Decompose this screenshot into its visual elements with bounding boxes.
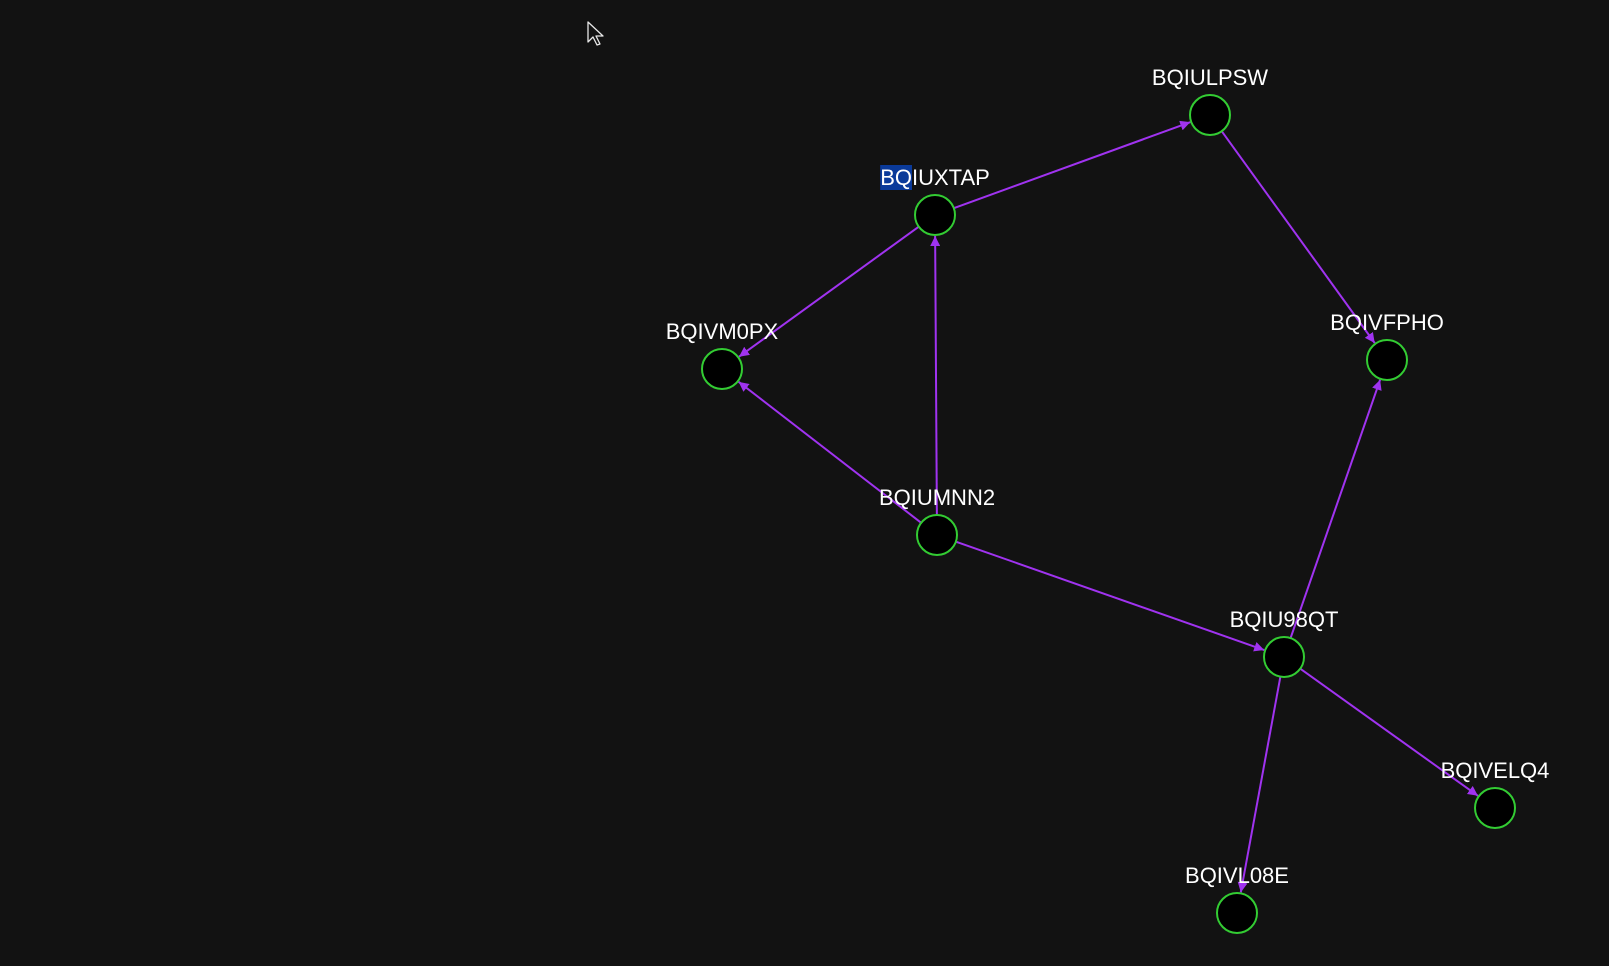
edge-bqiulpsw-to-bqivfpho[interactable] bbox=[1220, 130, 1376, 344]
graph-node-bqivm0px[interactable]: BQIVM0PX bbox=[666, 319, 779, 390]
node-label: BQIVFPHO bbox=[1330, 310, 1444, 335]
node-label: BQIULPSW bbox=[1152, 65, 1268, 90]
node-label: BQIVL08E bbox=[1185, 863, 1289, 888]
mouse-pointer-icon bbox=[587, 21, 604, 46]
node-label: BQIVELQ4 bbox=[1441, 758, 1550, 783]
edge-bqiu98qt-to-bqivelq4[interactable] bbox=[1299, 667, 1479, 797]
edge-bqiuxtap-to-bqivm0px[interactable] bbox=[738, 225, 920, 358]
graph-node-bqiuxtap[interactable]: BQIUXTAP bbox=[880, 165, 990, 236]
node-label: BQIU98QT bbox=[1230, 607, 1339, 632]
graph-node-bqivelq4[interactable]: BQIVELQ4 bbox=[1441, 758, 1550, 829]
edge-bqiu98qt-to-bqivfpho[interactable] bbox=[1289, 379, 1382, 639]
node-circle[interactable] bbox=[701, 348, 743, 390]
node-label: BQIUXTAP bbox=[880, 165, 990, 190]
node-circle[interactable] bbox=[1474, 787, 1516, 829]
edge-bqiumnn2-to-bqivm0px[interactable] bbox=[738, 381, 922, 524]
node-circle[interactable] bbox=[914, 194, 956, 236]
node-circle[interactable] bbox=[1366, 339, 1408, 381]
edge-bqiuxtap-to-bqiulpsw[interactable] bbox=[953, 120, 1191, 210]
graph-node-bqiu98qt[interactable]: BQIU98QT bbox=[1230, 607, 1339, 678]
text-selection-highlight bbox=[880, 165, 912, 190]
graph-node-bqivl08e[interactable]: BQIVL08E bbox=[1185, 863, 1289, 934]
nodes-layer: BQIULPSW BQIUXTAP BQIVM0PX BQIVFPHO BQIUMNN2… bbox=[666, 65, 1550, 934]
edge-bqiumnn2-to-bqiuxtap[interactable] bbox=[930, 235, 941, 516]
edge-bqiu98qt-to-bqivl08e[interactable] bbox=[1237, 676, 1282, 893]
node-circle[interactable] bbox=[916, 514, 958, 556]
node-circle[interactable] bbox=[1263, 636, 1305, 678]
graph-node-bqivfpho[interactable]: BQIVFPHO bbox=[1330, 310, 1444, 381]
graph-node-bqiumnn2[interactable]: BQIUMNN2 bbox=[879, 485, 995, 556]
node-circle[interactable] bbox=[1216, 892, 1258, 934]
node-label: BQIUMNN2 bbox=[879, 485, 995, 510]
edge-bqiumnn2-to-bqiu98qt[interactable] bbox=[955, 540, 1265, 652]
graph-node-bqiulpsw[interactable]: BQIULPSW bbox=[1152, 65, 1268, 136]
node-circle[interactable] bbox=[1189, 94, 1231, 136]
edges-layer bbox=[738, 120, 1479, 893]
node-label: BQIVM0PX bbox=[666, 319, 779, 344]
